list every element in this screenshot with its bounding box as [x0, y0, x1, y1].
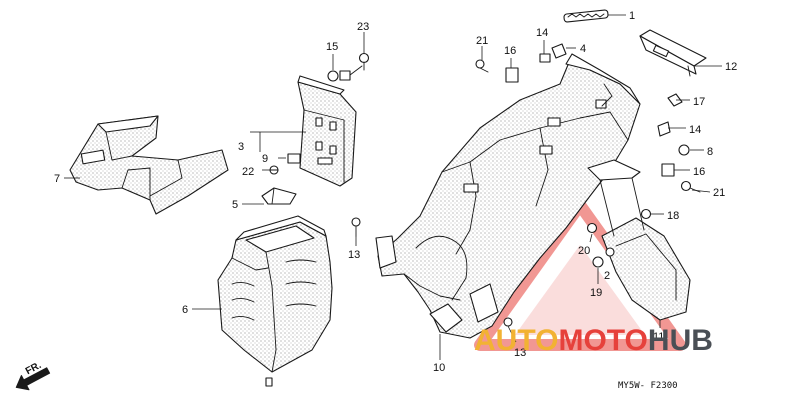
callout-20: 20 [578, 245, 590, 257]
callout-4: 4 [580, 43, 586, 55]
callout-6: 6 [182, 304, 188, 316]
part-11-flap [601, 217, 691, 321]
callout-7: 7 [54, 173, 60, 185]
callout-9: 9 [262, 153, 268, 165]
part-5-clip [261, 187, 297, 205]
callout-23: 23 [357, 21, 369, 33]
lean-strut [587, 159, 645, 237]
screw-13-mid [351, 217, 361, 237]
nut-9 [287, 153, 301, 164]
diagram-code: MY5W- F2300 [618, 381, 678, 391]
screw-22 [269, 165, 279, 175]
callout-18: 18 [667, 210, 679, 222]
callout-1: 1 [629, 10, 635, 22]
part-10-rear-fender [375, 53, 641, 339]
watermark-hub: HUB [648, 324, 713, 357]
nut-16-top [505, 67, 519, 83]
collar-8 [678, 144, 690, 156]
rivet-17 [667, 93, 683, 107]
watermark-text: AUTOMOTOHUB [474, 324, 713, 357]
callout-13-mid: 13 [348, 249, 360, 261]
callout-21-right: 21 [713, 187, 725, 199]
part-3-bracket-plate [297, 75, 357, 187]
callout-16-right: 16 [693, 166, 705, 178]
callout-2: 2 [604, 270, 610, 282]
callout-19: 19 [590, 287, 602, 299]
watermark-auto: AUTO [474, 324, 558, 357]
callout-15: 15 [326, 41, 338, 53]
watermark-moto: MOTO [558, 324, 647, 357]
part-6-box [217, 215, 333, 387]
callout-10: 10 [433, 362, 445, 374]
bolt-21-top [475, 59, 489, 73]
clip-14-4 [539, 43, 567, 63]
callout-14-top: 14 [536, 27, 548, 39]
callout-12: 12 [725, 61, 737, 73]
callout-11: 11 [653, 331, 664, 343]
callout-14-right: 14 [689, 124, 701, 136]
callout-8: 8 [707, 146, 713, 158]
leader-lines [64, 14, 722, 360]
callout-22: 22 [242, 166, 254, 178]
bolt-15-23 [327, 52, 370, 82]
callout-16-top: 16 [504, 45, 516, 57]
callout-21-top: 21 [476, 35, 488, 47]
callouts: 1 2 3 4 5 6 7 8 9 10 11 12 13 13 14 14 1… [54, 10, 737, 374]
callout-13-bottom: 13 [514, 347, 526, 359]
callout-3: 3 [238, 141, 244, 153]
nut-16-right [661, 163, 675, 177]
washer-2 [605, 247, 615, 257]
front-direction-arrow: FR. [15, 360, 51, 391]
callout-17: 17 [693, 96, 705, 108]
grommet-20 [586, 222, 598, 234]
part-1-seal-strip [563, 9, 609, 23]
bolt-18 [640, 208, 652, 220]
callout-5: 5 [232, 199, 238, 211]
svg-text:AUTOMOTOHUB: AUTOMOTOHUB [474, 324, 713, 357]
bolt-21-right [680, 180, 701, 193]
part-12-bracket [639, 29, 707, 77]
clip-14-right [657, 121, 671, 137]
nut-19 [592, 256, 604, 268]
part-7-seat-bracket [69, 115, 229, 215]
